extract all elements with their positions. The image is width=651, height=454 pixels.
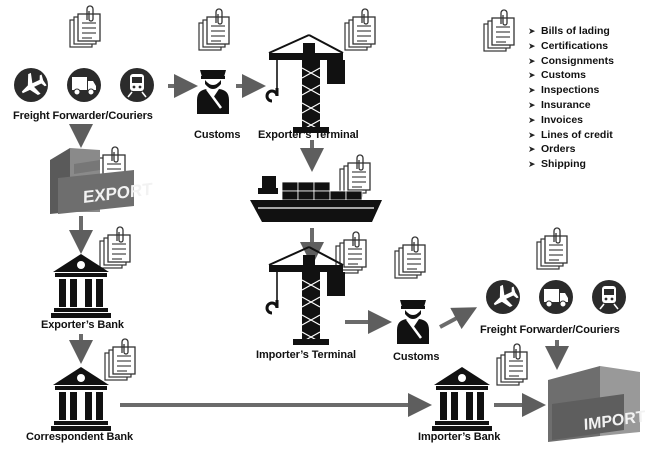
document-stack-icon (99, 226, 131, 269)
customs-export-label: Customs (194, 129, 241, 141)
document-types-legend: ➤Bills of lading ➤Certifications ➤Consig… (528, 24, 614, 172)
customs-officer-icon (195, 68, 231, 116)
bank-icon (51, 367, 111, 431)
importers-bank-label: Importer’s Bank (418, 431, 501, 443)
airplane-icon (14, 68, 49, 102)
import-building: IMPORT (548, 366, 646, 442)
exporters-bank-label: Exporter’s Bank (41, 319, 124, 331)
document-stack-icon (483, 9, 515, 52)
legend-item: ➤Certifications (528, 39, 609, 52)
chevron-right-icon: ➤ (528, 129, 536, 140)
freight-forwarder-import-label: Freight Forwarder/Couriers (480, 324, 620, 336)
airplane-icon (486, 280, 521, 314)
legend-item: ➤Lines of credit (528, 128, 613, 141)
flow-arrows (69, 74, 569, 417)
customs-officer-icon (395, 298, 431, 346)
container-ship-icon (250, 176, 382, 222)
legend-item: ➤Invoices (528, 113, 584, 126)
document-stack-icon (536, 227, 568, 270)
freight-forwarder-export-label: Freight Forwarder/Couriers (13, 110, 153, 122)
document-stack-icon (104, 338, 136, 381)
chevron-right-icon: ➤ (528, 55, 536, 66)
document-stack-icon (198, 8, 230, 51)
chevron-right-icon: ➤ (528, 40, 536, 51)
legend-item: ➤Insurance (528, 98, 591, 111)
exporters-terminal-label: Exporter’s Terminal (258, 129, 359, 141)
chevron-right-icon: ➤ (528, 159, 536, 170)
export-building: EXPORT (50, 148, 153, 214)
legend-item: ➤Consignments (528, 54, 614, 67)
document-stack-icon (496, 343, 528, 386)
chevron-right-icon: ➤ (528, 85, 536, 96)
chevron-right-icon: ➤ (528, 114, 536, 125)
document-stack-icon (394, 236, 426, 279)
chevron-right-icon: ➤ (528, 70, 536, 81)
train-icon (119, 67, 155, 103)
document-stack-icon (339, 154, 371, 197)
train-icon (591, 279, 627, 315)
bank-icon (432, 367, 492, 431)
legend-item: ➤Shipping (528, 158, 586, 171)
customs-import-label: Customs (393, 351, 440, 363)
chevron-right-icon: ➤ (528, 144, 536, 155)
legend-item: ➤Customs (528, 69, 586, 82)
importers-terminal-label: Importer’s Terminal (256, 349, 356, 361)
legend-item: ➤Inspections (528, 84, 600, 97)
legend-item: ➤Orders (528, 143, 576, 156)
document-stack-icon (69, 5, 101, 48)
legend-item: ➤Bills of lading (528, 25, 610, 37)
port-crane-icon (265, 33, 347, 135)
correspondent-bank-label: Correspondent Bank (26, 431, 133, 443)
chevron-right-icon: ➤ (528, 99, 536, 110)
arrow-customs-to-forwarder (439, 307, 478, 330)
chevron-right-icon: ➤ (528, 26, 536, 36)
port-crane-icon (265, 245, 347, 347)
truck-icon (538, 279, 574, 315)
document-stack-icon (344, 8, 376, 51)
truck-icon (66, 67, 102, 103)
